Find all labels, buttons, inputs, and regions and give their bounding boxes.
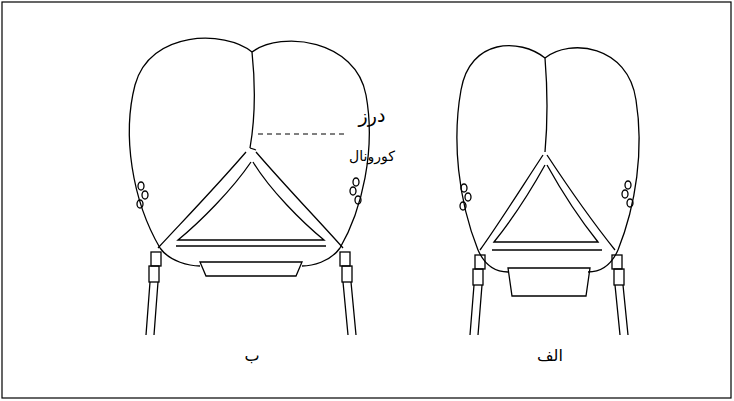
part-name: کورونال <box>349 148 395 165</box>
leader-line <box>258 134 348 135</box>
figure-letter: ب <box>244 346 259 365</box>
figure-letter: الف <box>537 346 563 365</box>
part-name: درز <box>359 104 386 127</box>
insect-head-alf <box>457 46 639 335</box>
insect-head-b <box>129 38 369 335</box>
